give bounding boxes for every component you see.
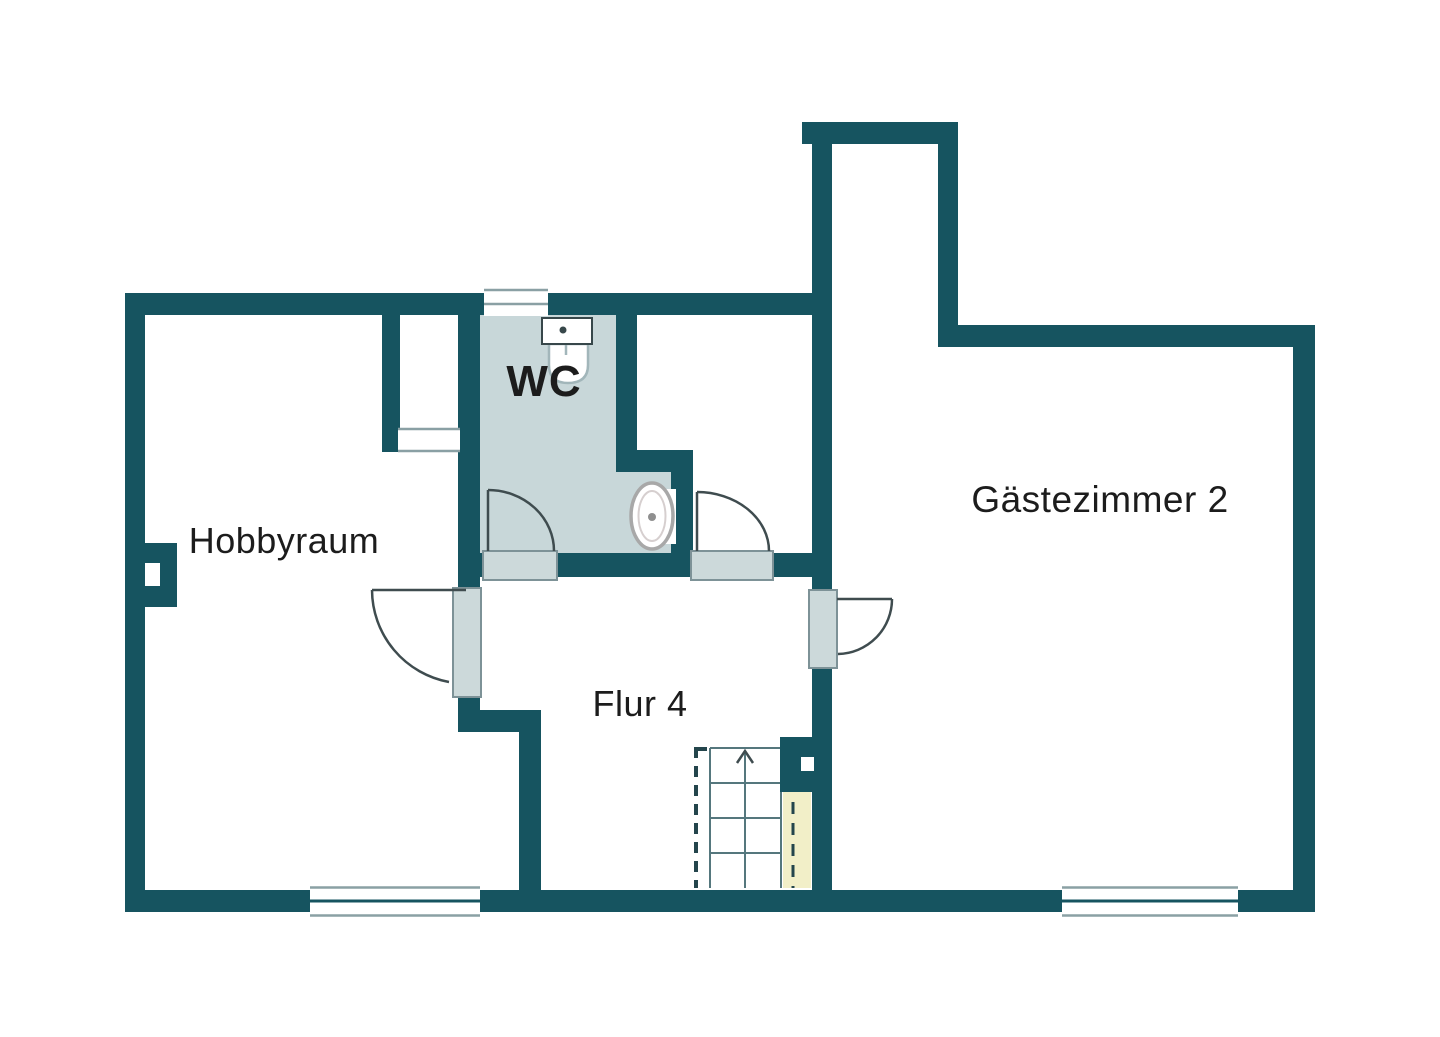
window-glass-lines xyxy=(1062,886,1238,917)
gaestezimmer-window xyxy=(1062,886,1238,917)
washbasin-drain xyxy=(559,326,567,334)
room-label-flur: Flur 4 xyxy=(592,683,688,724)
room-label-wc: WC xyxy=(506,357,582,406)
wall-alcove-top xyxy=(802,122,958,144)
wall-storage-bottom xyxy=(773,553,812,577)
wall-wc-right-upper xyxy=(616,315,637,450)
wall-bottom-b xyxy=(480,890,1062,912)
gaestezimmer-door-swing xyxy=(837,597,894,656)
wall-top-right xyxy=(548,293,812,315)
chimney-notch xyxy=(145,563,160,586)
wall-outer-right xyxy=(1293,325,1315,912)
room-label-hobbyraum: Hobbyraum xyxy=(188,520,380,561)
room-label-gaestezimmer: Gästezimmer 2 xyxy=(971,479,1229,520)
window-box xyxy=(484,283,548,316)
wall-gaestezimmer-left-lower xyxy=(812,792,832,890)
washbasin-bowl xyxy=(547,342,590,385)
wc-door-threshold xyxy=(482,550,558,581)
door-arc xyxy=(370,589,450,684)
wall-gaestezimmer-top xyxy=(938,325,1315,347)
wall-top-left xyxy=(125,293,484,315)
toilet-drain xyxy=(648,513,656,521)
flue-notch xyxy=(801,757,814,771)
wall-bottom-a xyxy=(125,890,310,912)
wall-stub xyxy=(382,315,400,452)
storage-door-swing xyxy=(695,490,771,552)
hobbyraum-window xyxy=(310,886,480,917)
wall-gaestezimmer-left-mid xyxy=(812,668,832,737)
wall-vent-opening xyxy=(398,427,460,453)
hobbyraum-door-threshold xyxy=(452,587,482,698)
toilet-icon xyxy=(629,481,676,551)
door-arc xyxy=(696,490,771,552)
vent-box xyxy=(398,428,460,452)
storage-door-threshold xyxy=(690,550,774,581)
window-glass-lines xyxy=(310,886,480,917)
wc-window xyxy=(484,283,548,316)
vent-lines xyxy=(398,427,460,453)
stair-up-arrow-icon xyxy=(735,748,755,764)
wc-door-swing xyxy=(486,488,556,552)
stair-landing-strip xyxy=(783,792,811,888)
door-arc xyxy=(837,598,894,656)
washbasin-counter xyxy=(541,317,593,345)
washbasin-icon xyxy=(541,317,593,385)
wall-alcove-right xyxy=(938,122,958,347)
door-arc xyxy=(487,488,556,552)
wall-outer-left xyxy=(125,293,145,912)
stairs xyxy=(694,747,795,888)
wall-hobby-wc xyxy=(458,315,480,588)
walls xyxy=(125,122,1315,912)
gaestezimmer-door-threshold xyxy=(808,589,838,669)
wall-hobby-step-v xyxy=(519,732,541,890)
wall-wc-right-lower xyxy=(671,472,693,557)
window-glass-lines xyxy=(484,288,548,306)
hobbyraum-door-swing xyxy=(370,588,466,684)
wall-wc-step xyxy=(616,450,693,472)
wall-hobby-step-h xyxy=(458,710,541,732)
wall-gaestezimmer-left-upper xyxy=(812,144,832,590)
